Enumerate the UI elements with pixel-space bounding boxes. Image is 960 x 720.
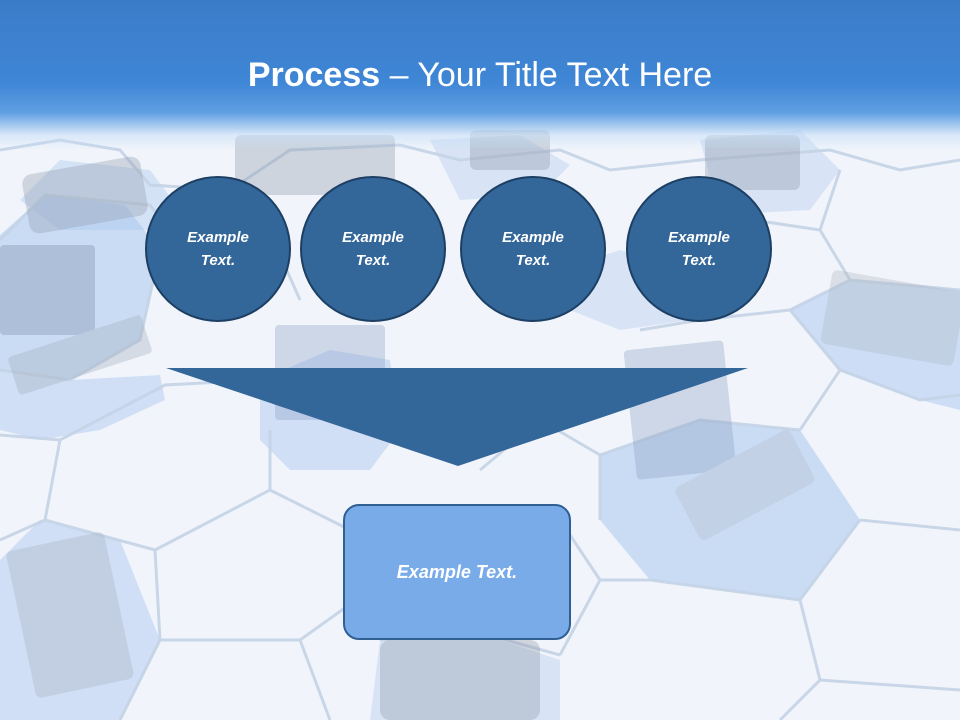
- step-label: Example Text.: [342, 229, 404, 269]
- hex-cell: [600, 420, 860, 600]
- step-label: Example Text.: [187, 229, 249, 269]
- hex-cell: [0, 520, 160, 720]
- hex-cell: [0, 370, 165, 440]
- step-label: Example Text.: [502, 229, 564, 269]
- step-circle-2: Example Text.: [300, 176, 446, 322]
- monitor-icon: [0, 245, 95, 335]
- result-label: Example Text.: [396, 561, 518, 582]
- hex-cell: [790, 280, 960, 410]
- step-label: Example Text.: [668, 229, 730, 269]
- monitor-icon: [22, 156, 148, 234]
- computer-icon: [380, 640, 540, 720]
- hex-cell: [370, 630, 560, 720]
- slide-title: Process – Your Title Text Here: [0, 52, 960, 98]
- funnel-arrow: [166, 368, 748, 466]
- funnel-triangle: [166, 368, 748, 466]
- step-circle-3: Example Text.: [460, 176, 606, 322]
- keyboard-icon: [675, 430, 815, 540]
- result-box: Example Text.: [343, 504, 571, 640]
- hex-cell: [20, 160, 180, 230]
- step-circle-1: Example Text.: [145, 176, 291, 322]
- title-rest: – Your Title Text Here: [380, 56, 713, 94]
- title-bold: Process: [247, 56, 381, 94]
- keyboard-icon: [8, 315, 152, 395]
- printer-icon: [820, 270, 960, 366]
- step-circle-4: Example Text.: [626, 176, 772, 322]
- hex-cell: [0, 195, 160, 380]
- laptop-icon: [6, 532, 134, 698]
- title-bar: [0, 0, 960, 150]
